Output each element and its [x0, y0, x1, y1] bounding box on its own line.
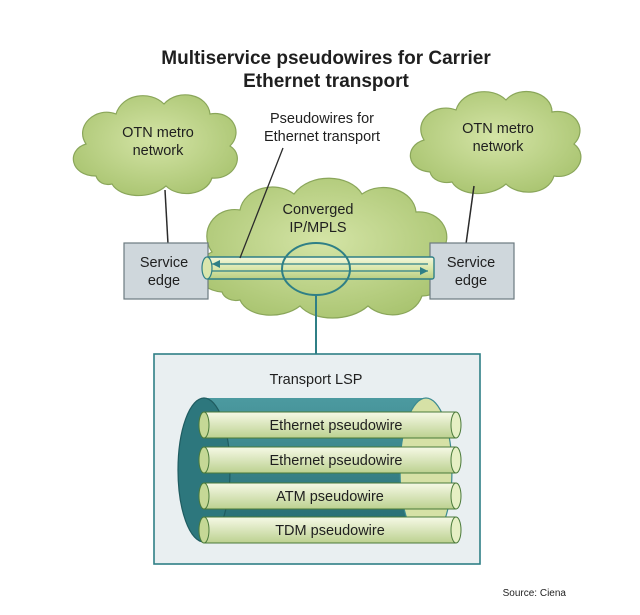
core-cloud-label-line2: IP/MPLS — [289, 220, 346, 236]
transport-lsp-panel: Transport LSP Ethernet pseudowire Ethern… — [153, 353, 481, 565]
pseudowire-tube — [201, 256, 435, 280]
pseudowire-pipe: Ethernet pseudowire — [198, 446, 462, 474]
arrow-left-icon — [212, 260, 220, 268]
pseudowire-label-3: ATM pseudowire — [276, 489, 384, 505]
left-otn-cloud: OTN metro network — [72, 94, 238, 197]
pseudowire-pipe: TDM pseudowire — [198, 516, 462, 544]
callout-label-line2: Ethernet transport — [264, 129, 380, 145]
pseudowire-label-1: Ethernet pseudowire — [270, 418, 403, 434]
arrow-right-icon — [420, 267, 428, 275]
pseudowire-label-4: TDM pseudowire — [275, 523, 385, 539]
right-edge-label-line1: Service — [447, 255, 495, 271]
right-service-edge: Service edge — [429, 242, 515, 300]
right-otn-cloud: OTN metro network — [409, 90, 582, 195]
diagram-title-line2: Ethernet transport — [243, 71, 409, 92]
callout-label-line1: Pseudowires for — [270, 111, 374, 127]
diagram-title-line1: Multiservice pseudowires for Carrier — [161, 48, 491, 69]
source-credit: Source: Ciena — [503, 588, 567, 599]
left-cloud-label-line2: network — [133, 143, 185, 159]
left-service-edge: Service edge — [123, 242, 209, 300]
left-cloud-connector — [164, 189, 169, 245]
right-cloud-label-line2: network — [473, 139, 525, 155]
pseudowire-pipe: ATM pseudowire — [198, 482, 462, 510]
core-cloud-label-line1: Converged — [283, 202, 354, 218]
pseudowire-label-2: Ethernet pseudowire — [270, 453, 403, 469]
left-edge-label-line1: Service — [140, 255, 188, 271]
right-cloud-connector — [465, 185, 475, 245]
left-edge-label-line2: edge — [148, 273, 180, 289]
left-cloud-label-line1: OTN metro — [122, 125, 194, 141]
lsp-panel-title: Transport LSP — [270, 372, 363, 388]
pseudowire-pipe: Ethernet pseudowire — [198, 411, 462, 439]
callout-pointer — [239, 147, 284, 259]
core-ip-mpls-cloud: Converged IP/MPLS — [197, 177, 450, 319]
right-edge-label-line2: edge — [455, 273, 487, 289]
right-cloud-label-line1: OTN metro — [462, 121, 534, 137]
